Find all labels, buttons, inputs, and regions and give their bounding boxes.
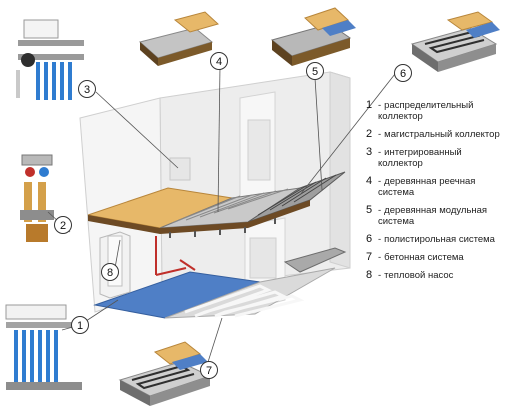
legend-number: 3 (366, 146, 373, 158)
legend-text: тепловой насос (384, 270, 454, 281)
pipe-riser (155, 236, 196, 276)
house-cutaway (79, 71, 351, 319)
legend-number: 7 (366, 251, 373, 263)
lower-concrete-floor (164, 267, 336, 319)
legend-item-5: 5 -деревянная модульная система (366, 204, 506, 227)
legend-item-3: 3 -интегрированный коллектор (366, 146, 506, 169)
legend-number: 2 (366, 128, 373, 140)
legend-label: -магистральный коллектор (366, 129, 506, 140)
legend-dash: - (378, 252, 382, 263)
legend-label: -интегрированный коллектор (366, 147, 506, 169)
legend-item-4: 4 -деревянная реечная система (366, 175, 506, 198)
legend-text: бетонная система (384, 252, 464, 263)
legend-dash: - (378, 234, 382, 245)
callout-2: 2 (54, 216, 72, 234)
legend-dash: - (378, 129, 382, 140)
sample-wood-slat (138, 11, 219, 66)
legend-text: интегрированный коллектор (378, 147, 462, 169)
legend-number: 1 (366, 99, 373, 111)
callout-7: 7 (200, 361, 218, 379)
main-manifold-left (20, 154, 54, 242)
legend-number: 6 (366, 233, 373, 245)
legend-label: -распределительный коллектор (366, 100, 506, 122)
legend-item-1: 1 -распределительный коллектор (366, 99, 506, 122)
callout-8: 8 (101, 263, 119, 281)
legend-text: магистральный коллектор (384, 129, 500, 140)
legend-dash: - (378, 147, 382, 158)
legend-number: 4 (366, 175, 373, 187)
legend-label: -тепловой насос (366, 270, 506, 281)
legend-dash: - (378, 100, 382, 111)
integrated-manifold-bottom (5, 304, 82, 390)
callout-4: 4 (210, 52, 228, 70)
legend-item-6: 6 -полистирольная система (366, 233, 506, 245)
legend-number: 8 (366, 269, 373, 281)
legend-text: распределительный коллектор (378, 100, 474, 122)
legend: 1 -распределительный коллектор 2 -магист… (366, 99, 506, 288)
legend-text: полистирольная система (384, 234, 495, 245)
callout-5: 5 (306, 62, 324, 80)
callout-3: 3 (78, 80, 96, 98)
sample-wood-module (270, 7, 356, 66)
legend-label: -деревянная реечная система (366, 176, 506, 198)
legend-label: -бетонная система (366, 252, 506, 263)
lower-polystyrene-floor (283, 247, 347, 273)
upper-module-floor (247, 171, 346, 223)
legend-item-2: 2 -магистральный коллектор (366, 128, 506, 140)
legend-number: 5 (366, 204, 373, 216)
legend-label: -деревянная модульная система (366, 205, 506, 227)
distribution-manifold-top (16, 19, 84, 100)
legend-label: -полистирольная система (366, 234, 506, 245)
callout-6: 6 (394, 64, 412, 82)
legend-dash: - (378, 176, 382, 187)
legend-text: деревянная реечная система (378, 176, 476, 198)
legend-item-8: 8 -тепловой насос (366, 269, 506, 281)
legend-dash: - (378, 205, 382, 216)
legend-text: деревянная модульная система (378, 205, 488, 227)
sample-polystyrene (410, 11, 500, 72)
sample-concrete (118, 341, 212, 406)
legend-dash: - (378, 270, 382, 281)
callout-1: 1 (71, 316, 89, 334)
legend-item-7: 7 -бетонная система (366, 251, 506, 263)
upper-slat-floor (159, 187, 301, 229)
